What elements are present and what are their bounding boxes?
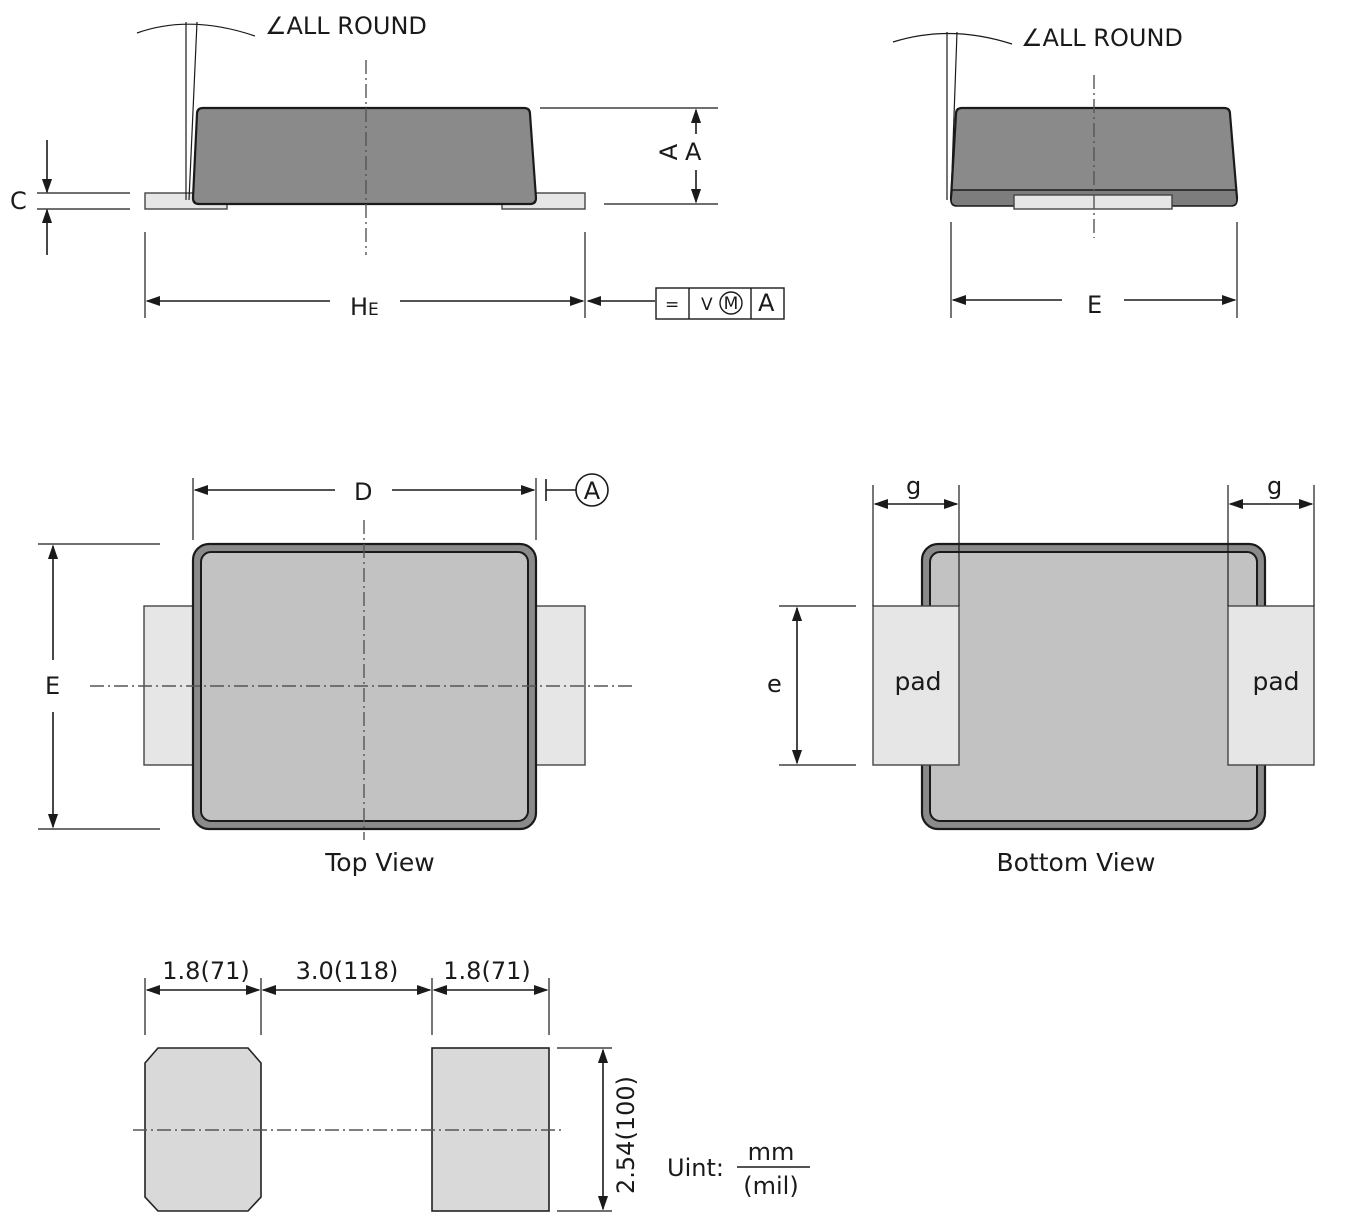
fp-dim-right-pad: 1.8(71): [443, 957, 530, 985]
tolerance-symbol: =: [665, 295, 679, 315]
tolerance-frame: = V M A: [655, 287, 785, 320]
top-datum-a: A: [584, 477, 601, 505]
tolerance-material: M: [724, 294, 739, 314]
bottom-pad-left-label: pad: [894, 667, 941, 696]
fp-dim-gap: 3.0(118): [296, 957, 399, 985]
bottom-body-inner: [929, 551, 1258, 822]
tolerance-datum: A: [758, 289, 775, 317]
fp-dim-height: 2.54(100): [612, 1076, 640, 1194]
bottom-pad-right: [1227, 605, 1315, 766]
bottom-dim-g-left: g: [906, 472, 921, 500]
side-dim-he: HE: [350, 293, 379, 321]
bottom-pad-right-label: pad: [1252, 667, 1299, 696]
end-view: ∠ALL ROUND E: [892, 24, 1239, 319]
datum-circle: [575, 473, 609, 507]
bottom-view-caption: Bottom View: [997, 848, 1156, 877]
side-angle-arc: [136, 23, 256, 37]
fp-unit-numerator: mm: [748, 1138, 795, 1166]
fp-unit-label: Uint:: [667, 1154, 724, 1182]
bottom-dim-e: e: [767, 670, 782, 698]
top-dim-e: E: [45, 672, 60, 700]
tolerance-modifier: V: [701, 295, 713, 315]
side-dim-a: A: [685, 138, 702, 166]
top-dim-d: D: [354, 478, 372, 506]
side-body: [191, 106, 538, 206]
side-view: ∠ALL ROUND C A A HE = V M A: [10, 12, 785, 321]
end-angle-arc: [892, 32, 1013, 45]
bottom-view: pad pad g g e Bottom View: [767, 472, 1315, 877]
fp-unit-denominator: (mil): [743, 1172, 798, 1200]
material-condition-circle: [719, 291, 743, 315]
side-dim-a-rotated: A: [655, 143, 683, 160]
bottom-dim-g-right: g: [1267, 472, 1282, 500]
footprint-pad-left: [144, 1047, 262, 1212]
end-lead: [1013, 194, 1173, 210]
footprint: 1.8(71) 3.0(118) 1.8(71) 2.54(100) Uint:…: [133, 957, 810, 1212]
end-dim-e: E: [1087, 291, 1102, 319]
end-draft-line-2: [950, 31, 958, 201]
side-dim-c: C: [10, 187, 27, 215]
top-view: D A E Top View: [38, 473, 636, 877]
fp-dim-left-pad: 1.8(71): [162, 957, 249, 985]
side-draft-line-2: [188, 21, 198, 201]
end-angle-label: ∠ALL ROUND: [1021, 24, 1183, 52]
side-angle-label: ∠ALL ROUND: [265, 12, 427, 40]
bottom-pad-left: [872, 605, 960, 766]
top-view-caption: Top View: [324, 848, 434, 877]
